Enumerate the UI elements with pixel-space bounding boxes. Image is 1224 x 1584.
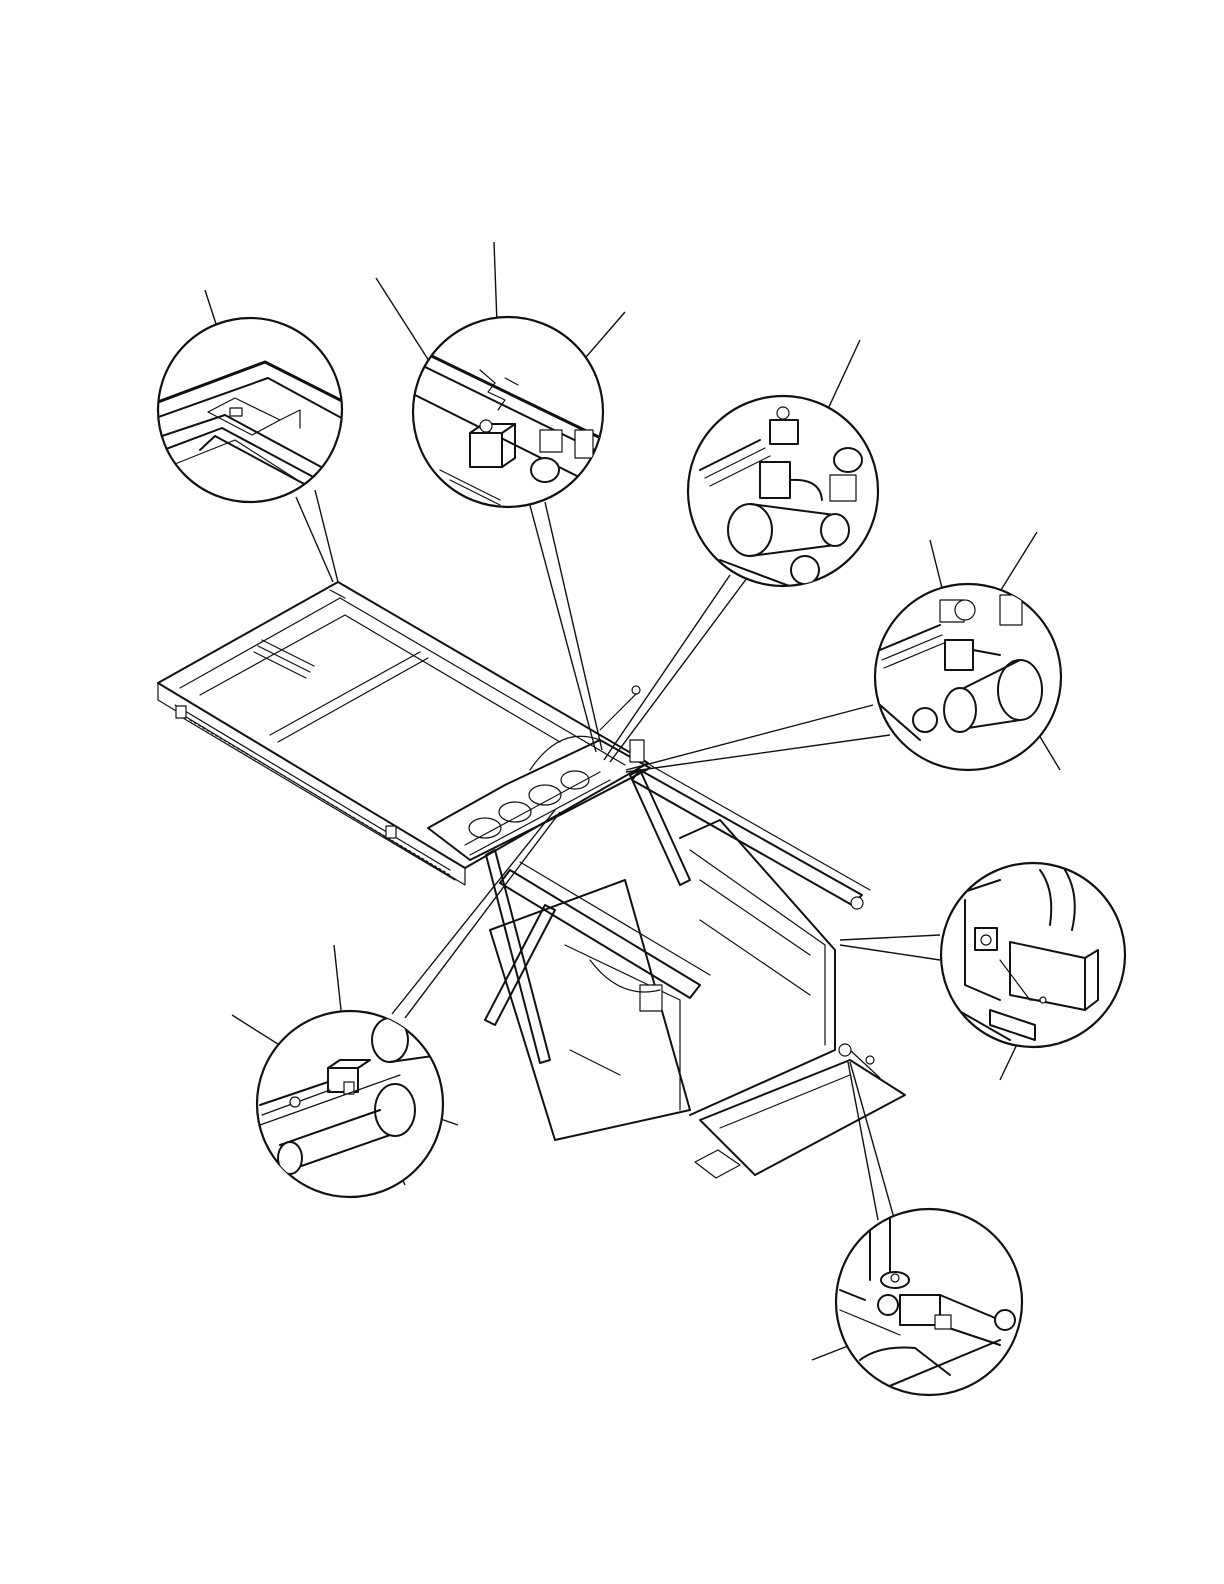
right-rail bbox=[632, 765, 870, 909]
detail-view-upper-right bbox=[688, 396, 878, 590]
detail-view-top-center bbox=[413, 317, 605, 507]
detail-view-lower-left bbox=[257, 1010, 443, 1197]
detail-view-bottom-right bbox=[836, 1209, 1022, 1395]
detail-view-right-middle bbox=[875, 584, 1061, 770]
central-mechanism bbox=[428, 686, 650, 860]
detail-view-right-latch bbox=[940, 863, 1125, 1047]
detail-view-top-left bbox=[150, 318, 360, 520]
base-plate bbox=[695, 1044, 905, 1178]
lower-frame bbox=[490, 820, 835, 1140]
